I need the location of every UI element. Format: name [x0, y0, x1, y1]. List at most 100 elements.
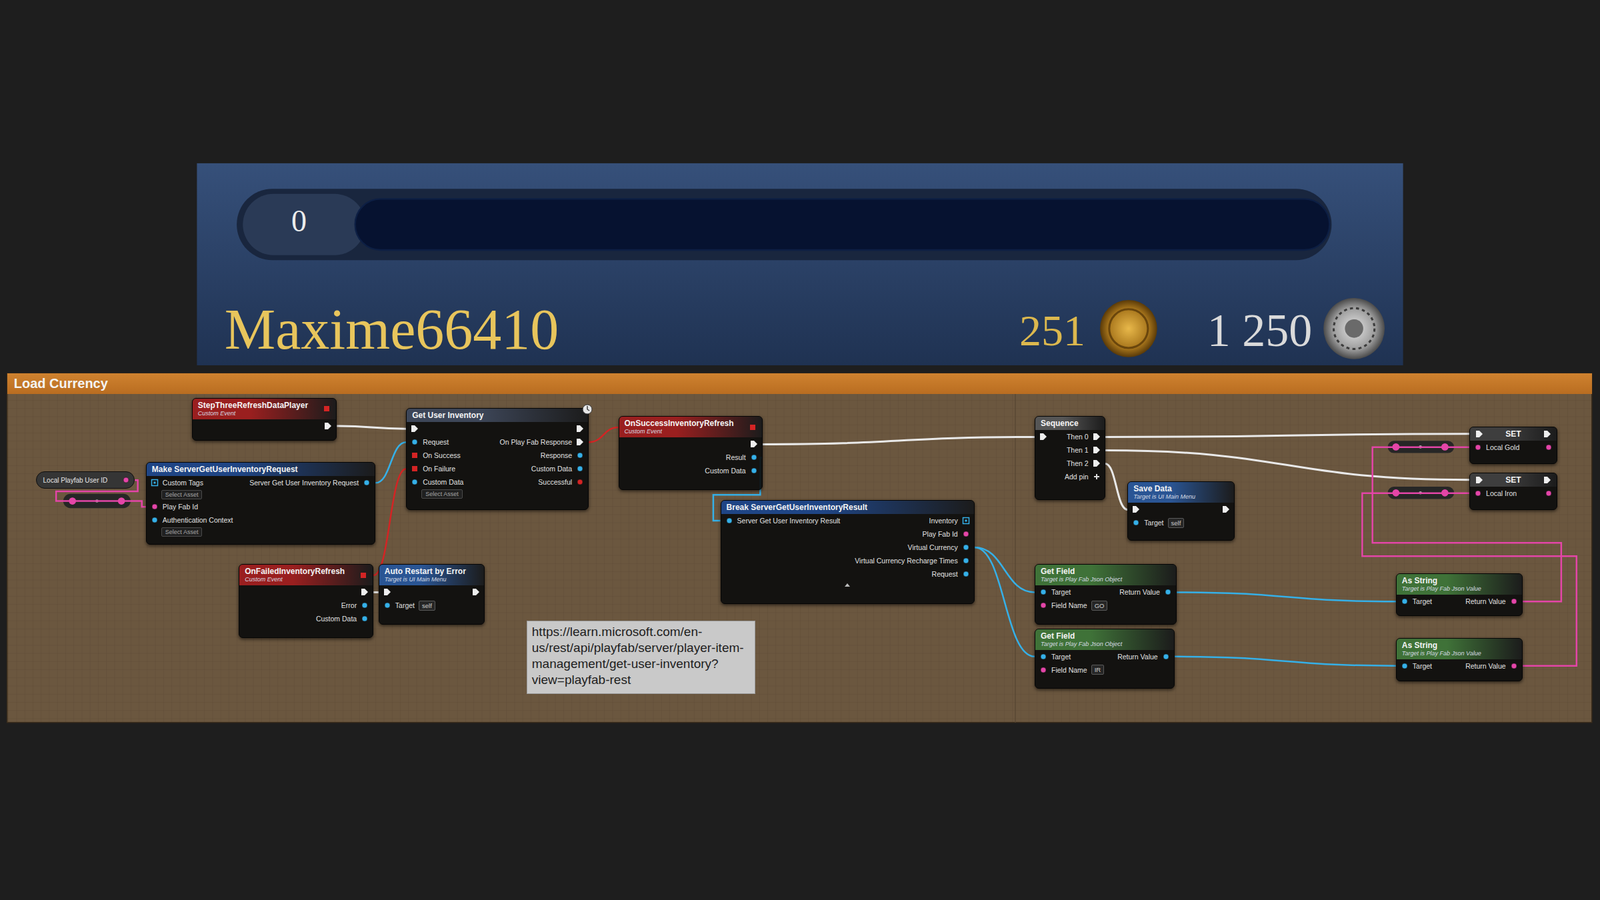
blueprint-wire	[373, 591, 379, 594]
data-pin	[1475, 490, 1481, 496]
custom-event-node: OnFailedInventoryRefreshCustom EventErro…	[238, 564, 374, 638]
pin-row	[619, 437, 762, 451]
pin-label: Request	[422, 438, 449, 446]
pin-label: Field Name	[1051, 601, 1088, 610]
pin-icon	[383, 601, 392, 610]
blueprint-wire	[1105, 450, 1470, 480]
pin-label: Server Get User Inventory Request	[249, 478, 359, 487]
array-pin	[151, 480, 158, 486]
pin-icon	[1162, 652, 1170, 661]
pin-icon	[1474, 443, 1482, 452]
exec-pin	[361, 588, 368, 596]
exec-pin	[1132, 506, 1140, 513]
hud-art	[196, 163, 1403, 366]
exec-pin	[472, 588, 480, 596]
pin-icon	[410, 438, 419, 446]
pin-icon	[576, 424, 584, 433]
node-header: OnSuccessInventoryRefreshCustom Event	[619, 416, 762, 438]
delegate-pin	[360, 572, 366, 578]
data-pin	[1163, 654, 1169, 660]
blueprint-wire	[1105, 463, 1128, 510]
pin-label: Target	[1412, 597, 1432, 606]
note-text: https://learn.microsoft.com/en-us/rest/a…	[532, 624, 750, 688]
blueprint-wire	[974, 547, 1035, 592]
pin-icon	[1475, 476, 1484, 484]
pin-label: Server Get User Inventory Result	[737, 516, 841, 525]
comment-header: Load Currency	[7, 373, 1592, 394]
sequence-node: SequenceThen 0Then 1Then 2Add pin	[1034, 416, 1106, 500]
data-pin	[1546, 444, 1552, 450]
blueprint-wire	[1176, 592, 1396, 602]
node-header: Make ServerGetUserInventoryRequest	[146, 462, 375, 476]
data-pin	[1402, 598, 1408, 604]
gold-coin-icon	[1100, 300, 1158, 358]
pure-function-node: As StringTarget is Play Fab Json ValueTa…	[1396, 573, 1523, 616]
pin-row: TargetReturn Value	[1396, 594, 1522, 608]
pin-row: Error	[239, 598, 373, 612]
delegate-pin	[412, 452, 418, 458]
pin-label: Then 1	[1066, 446, 1089, 454]
pin-icon	[962, 556, 970, 565]
pin-label: Error	[341, 601, 357, 610]
pure-function-node: As StringTarget is Play Fab Json ValueTa…	[1396, 638, 1523, 682]
set-variable-node: SETLocal Iron	[1469, 472, 1558, 511]
pin-row: Custom TagsServer Get User Inventory Req…	[146, 476, 375, 490]
pin-icon	[360, 614, 369, 623]
pin-icon	[750, 466, 758, 475]
node-title: OnFailedInventoryRefresh	[244, 566, 345, 576]
asset-dropdown: Select Asset	[161, 527, 203, 537]
iron-icon	[1323, 298, 1385, 360]
pin-value: GO	[1091, 600, 1108, 611]
node-title: Break ServerGetUserInventoryResult	[726, 502, 868, 512]
collapse-bar	[721, 580, 974, 590]
async-function-node: Get User InventoryRequest On Play Fab Res…	[406, 408, 589, 510]
data-pin	[364, 480, 370, 486]
pin-row	[192, 419, 336, 433]
pin-label: Field Name	[1051, 666, 1088, 674]
pin-icon	[750, 453, 758, 462]
asset-dropdown: Select Asset	[421, 489, 463, 499]
pin-icon	[362, 478, 371, 487]
pin-row: Local Iron	[1470, 486, 1557, 500]
node-title: Get Field	[1040, 566, 1122, 576]
node-title: As String	[1402, 576, 1482, 586]
pin-row: Virtual Currency Recharge Times	[721, 554, 974, 568]
pin-icon	[150, 516, 159, 524]
pin-icon	[1132, 505, 1140, 514]
node-title: Get Field	[1040, 631, 1122, 641]
data-pin	[577, 452, 583, 458]
clock-hands	[587, 406, 590, 411]
pin-label: Custom Data	[531, 464, 572, 473]
exec-pin	[324, 422, 332, 430]
data-pin	[123, 477, 129, 483]
clock-face	[582, 404, 592, 414]
pin-label: On Play Fab Response	[500, 438, 573, 446]
data-pin	[1475, 444, 1481, 450]
data-pin	[1040, 667, 1046, 673]
comment-grid	[7, 394, 1592, 723]
exec-pin	[1476, 476, 1483, 484]
function-call-node: Save DataTarget is UI Main MenuTargetsel…	[1127, 481, 1235, 541]
blueprint-wire	[375, 442, 406, 483]
comment-note: https://learn.microsoft.com/en-us/rest/a…	[526, 620, 756, 694]
player-hud-panel: 0Maxime664102511 250	[196, 163, 1403, 366]
pin-value: self	[1168, 518, 1185, 528]
node-title: Get User Inventory	[412, 410, 484, 420]
pin-icon	[359, 571, 368, 580]
pin-label: Successful	[538, 478, 572, 486]
exec-pin	[1040, 433, 1047, 440]
pin-icon	[472, 588, 480, 596]
pin-label: Custom Data	[316, 614, 357, 623]
break-struct-node: Break ServerGetUserInventoryResultServer…	[720, 500, 975, 604]
node-title: StepThreeRefreshDataPlayer	[198, 400, 308, 410]
pin-row: Virtual Currency	[721, 540, 974, 554]
pin-row: Custom DataSuccessful	[406, 475, 588, 489]
node-header: Get FieldTarget is Play Fab Json Object	[1035, 564, 1176, 586]
data-pin	[963, 571, 969, 577]
header-text: SET	[1505, 429, 1521, 439]
blueprint-wire	[1372, 447, 1562, 602]
pin-row: On SuccessResponse	[406, 448, 588, 462]
pin-label: Inventory	[929, 516, 958, 525]
pin-row	[406, 422, 588, 436]
